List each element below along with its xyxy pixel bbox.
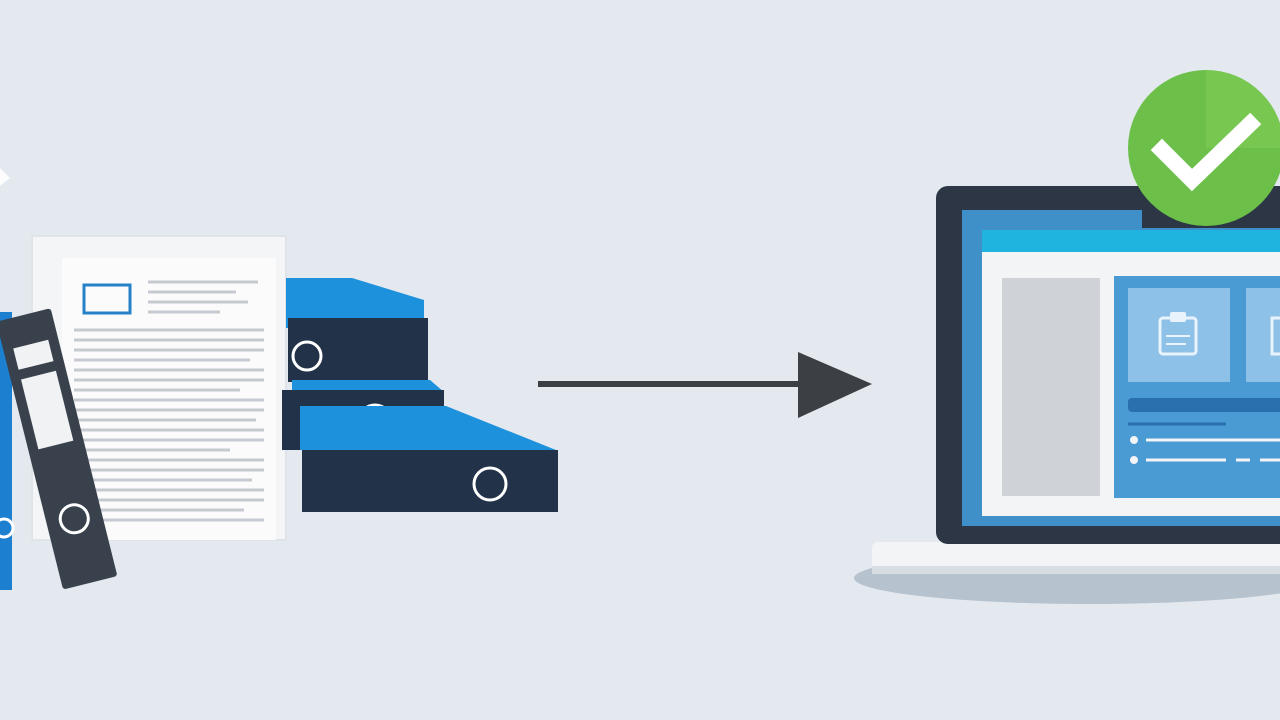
arrow-right-icon xyxy=(538,352,872,418)
blue-binder-left xyxy=(0,312,15,590)
laptop-icon xyxy=(854,186,1280,604)
sparkle-icon xyxy=(0,168,10,186)
app-sidebar xyxy=(1002,278,1100,496)
checkmark-icon xyxy=(1150,112,1262,192)
file-tile xyxy=(1246,288,1280,382)
laptop-base xyxy=(872,542,1280,574)
checkmark-badge-icon xyxy=(1128,70,1280,226)
paper-documents-group xyxy=(0,235,558,590)
app-header-bar xyxy=(982,230,1280,252)
document-text-lines xyxy=(74,280,264,522)
binder-stack-icon xyxy=(282,278,558,512)
grey-binder xyxy=(0,308,117,589)
clipboard-icon xyxy=(1158,312,1198,356)
content-title-bar xyxy=(1128,398,1280,412)
content-list xyxy=(1130,436,1280,464)
document-icon xyxy=(31,235,287,541)
document-image-placeholder xyxy=(82,283,132,315)
